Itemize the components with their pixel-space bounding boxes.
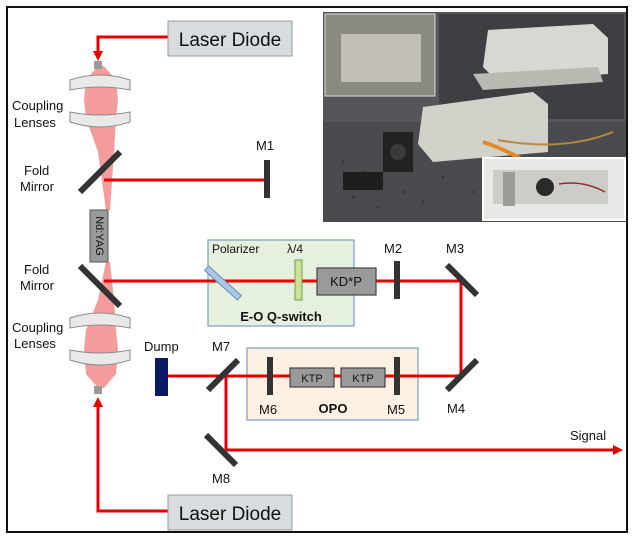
- laser-diode-bottom-label: Laser Diode: [179, 504, 281, 525]
- m1-label: M1: [256, 138, 274, 153]
- polarizer-element: [203, 265, 243, 301]
- ktp1-label: KTP: [301, 373, 322, 385]
- ktp-crystal-2: [340, 367, 386, 388]
- fold-mirror-bottom-label-1: Fold: [24, 262, 49, 277]
- setup-photograph-art: [323, 12, 626, 222]
- polarizer-label: Polarizer: [212, 242, 259, 256]
- wave-plate: [294, 259, 303, 301]
- coupling-lenses-bottom-label-2: Lenses: [14, 336, 56, 351]
- m2-label: M2: [384, 241, 402, 256]
- mirror-m4: [444, 357, 480, 393]
- laser-diode-bottom-box: [167, 494, 293, 531]
- nd-yag-crystal: [89, 209, 109, 263]
- coupling-lenses-top-label-1: Coupling: [12, 98, 63, 113]
- fiber-tip-top: [94, 61, 102, 69]
- ktp-crystal-1: [289, 367, 335, 388]
- coupling-lenses-bottom: [69, 312, 131, 366]
- mirror-m3: [444, 262, 480, 298]
- m6-label: M6: [259, 402, 277, 417]
- m7-label: M7: [212, 339, 230, 354]
- beam-dump: [155, 358, 168, 396]
- opo-label: OPO: [319, 401, 348, 416]
- signal-label: Signal: [570, 428, 606, 443]
- wave-plate-label: λ/4: [287, 242, 303, 256]
- mirror-m8: [203, 432, 239, 468]
- coupling-lenses-top: [69, 74, 131, 128]
- qswitch-label: E-O Q-switch: [240, 309, 322, 324]
- m3-label: M3: [446, 241, 464, 256]
- coupling-lenses-top-label-2: Lenses: [14, 115, 56, 130]
- laser-diode-top-box: [167, 20, 293, 57]
- coupling-lenses-bottom-label-1: Coupling: [12, 320, 63, 335]
- m5-label: M5: [387, 402, 405, 417]
- fiber-tip-bottom: [94, 386, 102, 394]
- fold-mirror-bottom: [77, 263, 123, 309]
- fold-mirror-top-label-1: Fold: [24, 163, 49, 178]
- m4-label: M4: [447, 401, 465, 416]
- setup-photograph: [323, 12, 626, 222]
- nd-yag-label: Nd:YAG: [93, 216, 105, 256]
- laser-diode-top-label: Laser Diode: [179, 30, 281, 51]
- pump-beam-top: [84, 66, 118, 210]
- fold-mirror-top: [77, 149, 123, 195]
- pump-beam-top-line: [93, 35, 168, 61]
- fold-mirror-top-label-2: Mirror: [20, 179, 55, 194]
- mirror-m7: [205, 357, 241, 393]
- kdp-crystal: [316, 267, 377, 296]
- dump-label: Dump: [144, 339, 179, 354]
- fold-mirror-bottom-label-2: Mirror: [20, 278, 55, 293]
- mirrors: [77, 149, 480, 468]
- pump-beam-bottom-line: [93, 397, 168, 513]
- kdp-label: KD*P: [330, 274, 362, 289]
- ktp2-label: KTP: [352, 373, 373, 385]
- m8-label: M8: [212, 471, 230, 486]
